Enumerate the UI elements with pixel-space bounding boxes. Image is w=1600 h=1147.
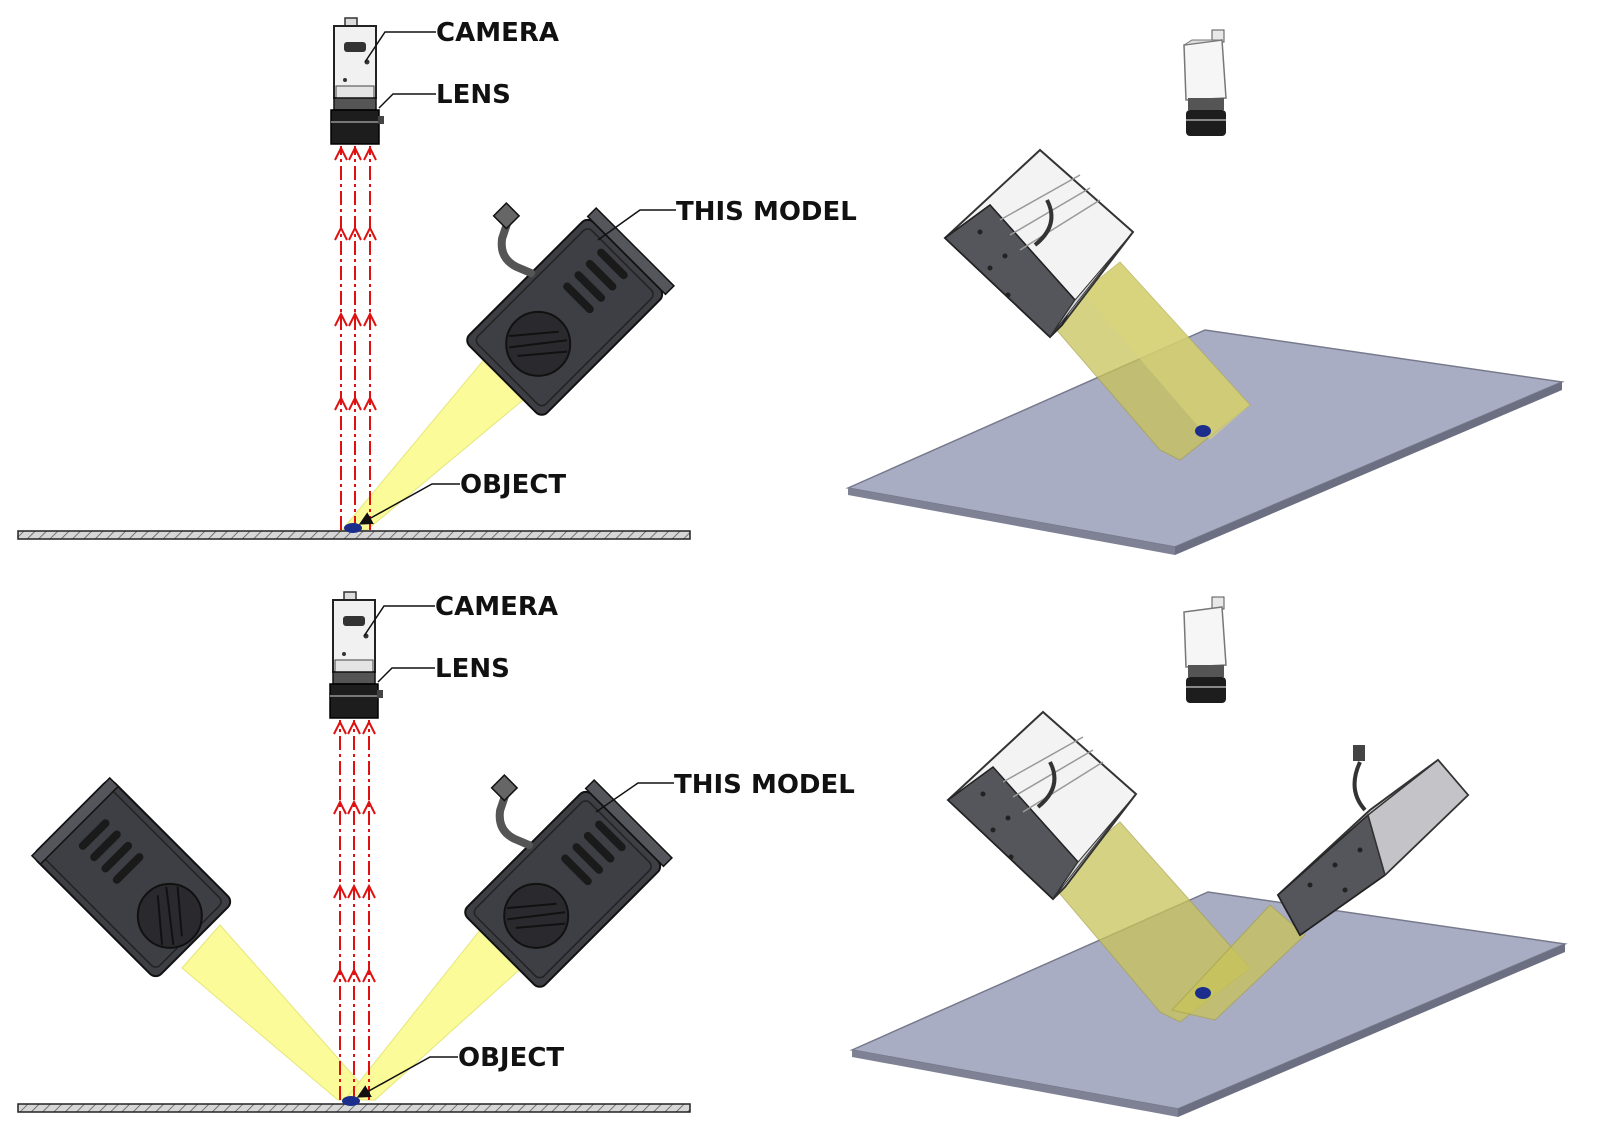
object-leader xyxy=(356,1056,458,1098)
this-model-leader xyxy=(597,209,676,241)
camera-icon xyxy=(333,17,377,99)
table-plate-edge xyxy=(848,488,1175,555)
object-icon xyxy=(1195,987,1211,999)
spotlight-icon xyxy=(30,776,232,978)
spotlight-icon xyxy=(464,774,674,988)
table-plate-edge-right xyxy=(1175,382,1562,555)
camera-leader xyxy=(364,31,436,63)
camera-3d-icon xyxy=(1183,596,1227,703)
camera-icon xyxy=(332,591,376,673)
light-beam-left xyxy=(181,924,377,1101)
this-model-label: THIS MODEL xyxy=(676,197,857,227)
camera-label: CAMERA xyxy=(436,18,559,48)
camera-leader xyxy=(363,605,435,637)
ray-arrowheads xyxy=(334,145,377,411)
panel-top-schematic: CAMERA LENS THIS MODEL OBJECT xyxy=(17,17,857,540)
light-beam-3d-face xyxy=(1082,262,1250,440)
object-icon xyxy=(344,523,362,533)
camera-3d-icon xyxy=(1183,29,1227,136)
object-label: OBJECT xyxy=(460,470,566,500)
camera-label: CAMERA xyxy=(435,592,558,622)
lens-label: LENS xyxy=(435,654,510,684)
lens-leader xyxy=(377,667,435,683)
spotlight-3d-icon xyxy=(1276,745,1470,937)
lens-icon xyxy=(330,97,384,145)
object-icon xyxy=(342,1096,360,1106)
this-model-label: THIS MODEL xyxy=(674,770,855,800)
lens-icon xyxy=(329,671,383,719)
reflected-rays xyxy=(340,146,371,530)
ray-arrowheads xyxy=(333,719,376,983)
panel-top-3d xyxy=(845,29,1565,555)
reflected-rays xyxy=(339,720,370,1100)
lens-label: LENS xyxy=(436,80,511,110)
lens-leader xyxy=(378,93,436,109)
object-leader xyxy=(358,483,460,525)
this-model-leader xyxy=(595,782,674,813)
panel-bottom-schematic: CAMERA LENS THIS MODEL OBJECT xyxy=(17,591,855,1113)
spotlight-3d-icon xyxy=(943,148,1135,339)
spotlight-icon xyxy=(466,202,676,416)
object-icon xyxy=(1195,425,1211,437)
table-plate-edge-right xyxy=(1178,944,1565,1117)
spotlight-3d-icon xyxy=(946,710,1138,901)
object-label: OBJECT xyxy=(458,1043,564,1073)
panel-bottom-3d xyxy=(849,596,1568,1117)
table-plate-edge xyxy=(852,1050,1178,1117)
